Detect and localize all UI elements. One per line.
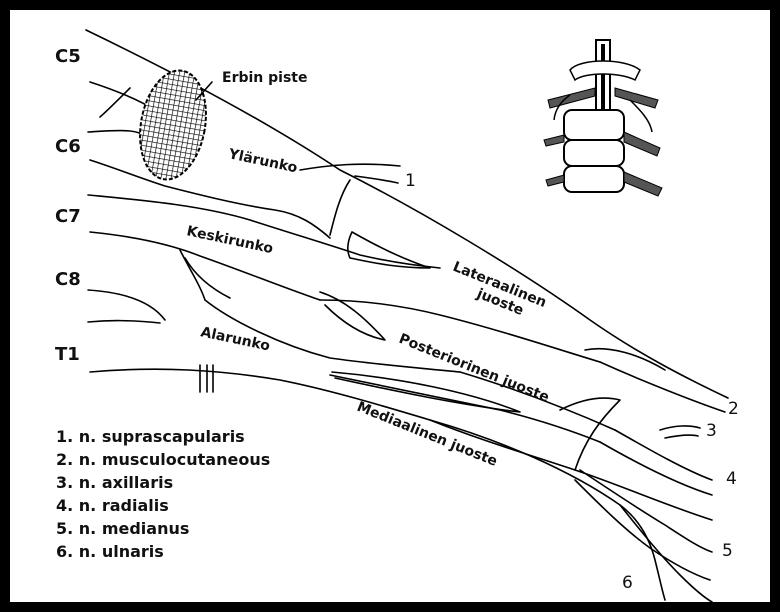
branch-number-3: 3 xyxy=(706,421,717,441)
legend-item: 3. n. axillaris xyxy=(56,473,173,492)
c5-stub xyxy=(100,88,130,117)
medial-cord-lower xyxy=(430,420,712,520)
legend-item: 2. n. musculocutaneous xyxy=(56,450,270,469)
legend-item: 4. n. radialis xyxy=(56,496,169,515)
legend: 1. n. suprascapularis 2. n. musculocutan… xyxy=(56,427,270,561)
root-label-c6: C6 xyxy=(55,136,81,157)
c8-root-upper xyxy=(88,290,165,320)
root-label-c5: C5 xyxy=(55,46,81,67)
c7-root-upper xyxy=(88,195,440,268)
erb-point-label: Erbin piste xyxy=(222,70,307,86)
axillary-branch-3 xyxy=(660,426,700,438)
posterior-division-lens xyxy=(320,292,385,340)
legend-item: 5. n. medianus xyxy=(56,519,189,538)
erb-point-marker xyxy=(132,65,214,184)
median-loop xyxy=(560,398,620,470)
root-label-c8: C8 xyxy=(55,269,81,290)
middle-division-lens xyxy=(348,232,430,268)
branch-number-5: 5 xyxy=(722,541,733,561)
t1-vertical-marks xyxy=(200,365,213,392)
legend-item: 6. n. ulnaris xyxy=(56,542,164,561)
c8-root-lower xyxy=(88,321,160,323)
branch-number-2: 2 xyxy=(728,399,739,419)
branch-number-6: 6 xyxy=(622,573,633,593)
branch-number-4: 4 xyxy=(726,469,737,489)
median-branch-5 xyxy=(575,470,712,580)
root-label-c7: C7 xyxy=(55,206,81,227)
legend-item: 1. n. suprascapularis xyxy=(56,427,245,446)
middle-trunk-label: Keskirunko xyxy=(185,223,275,257)
upper-trunk-label: Ylärunko xyxy=(226,146,299,176)
branch-number-1: 1 xyxy=(405,171,416,191)
ulnar-branch-6 xyxy=(620,505,712,602)
root-label-t1: T1 xyxy=(55,344,80,365)
posterior-cord-upper xyxy=(320,300,600,362)
lower-trunk-label: Alarunko xyxy=(199,324,272,354)
spine-icon xyxy=(544,40,662,196)
